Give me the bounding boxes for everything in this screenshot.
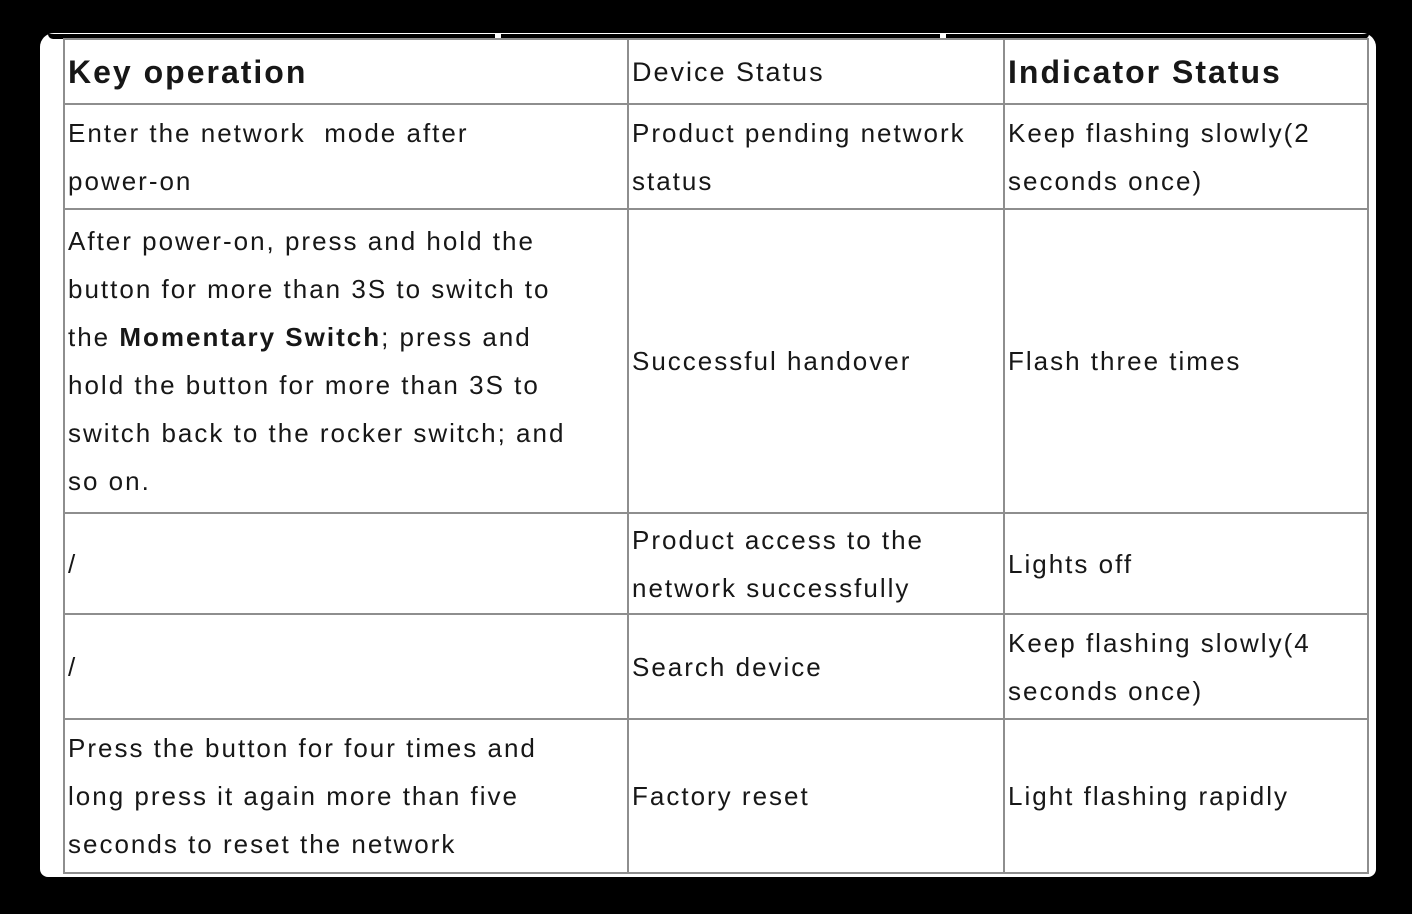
cell-device-status: Product pending network status — [627, 103, 1005, 210]
cell-indicator-status: Keep flashing slowly(2 seconds once) — [1003, 103, 1369, 210]
cell-key-operation: / — [63, 613, 629, 720]
cropped-image-bottom-edge-left — [48, 34, 495, 39]
cell-device-status: Successful handover — [627, 208, 1005, 514]
table-row-factory-reset: Press the button for four times and long… — [63, 718, 1369, 874]
cell-key-operation: / — [63, 512, 629, 615]
cell-indicator-status: Flash three times — [1003, 208, 1369, 514]
cell-indicator-status: Light flashing rapidly — [1003, 718, 1369, 874]
table-row-search-device: / Search device Keep flashing slowly(4 s… — [63, 613, 1369, 720]
table-header-row: Key operation Device Status Indicator St… — [63, 38, 1369, 105]
table-row-enter-network-mode: Enter the network mode after power-on Pr… — [63, 103, 1369, 210]
key-operation-text-bold: Momentary Switch — [119, 322, 382, 352]
column-header-key-operation: Key operation — [63, 38, 629, 105]
cell-key-operation: Enter the network mode after power-on — [63, 103, 629, 210]
cell-device-status: Product access to the network successful… — [627, 512, 1005, 615]
column-header-device-status: Device Status — [627, 38, 1005, 105]
table-row-momentary-switch: After power-on, press and hold the butto… — [63, 208, 1369, 514]
cell-indicator-status: Keep flashing slowly(4 seconds once) — [1003, 613, 1369, 720]
cell-key-operation: Press the button for four times and long… — [63, 718, 629, 874]
key-operation-table: Key operation Device Status Indicator St… — [63, 38, 1369, 874]
document-page: Key operation Device Status Indicator St… — [40, 33, 1376, 877]
cell-indicator-status: Lights off — [1003, 512, 1369, 615]
cell-device-status: Factory reset — [627, 718, 1005, 874]
cell-key-operation: After power-on, press and hold the butto… — [63, 208, 629, 514]
cell-device-status: Search device — [627, 613, 1005, 720]
column-header-indicator-status: Indicator Status — [1003, 38, 1369, 105]
cropped-image-bottom-edge-right — [946, 34, 1369, 39]
key-operation-text-after: ; press and hold the button for more tha… — [68, 322, 566, 496]
cropped-image-bottom-edge-middle — [501, 34, 940, 39]
key-operation-text-before: After power-on, press and hold the butto… — [68, 226, 551, 352]
table-row-network-success: / Product access to the network successf… — [63, 512, 1369, 615]
